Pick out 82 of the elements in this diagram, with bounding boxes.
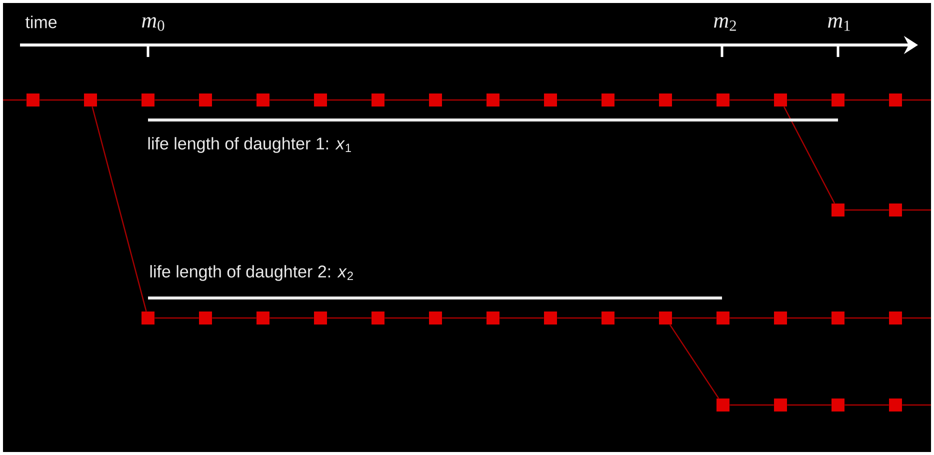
cell-square [142, 94, 154, 106]
lineage-line [902, 209, 932, 211]
cell-square [889, 204, 902, 216]
cell-square [716, 398, 730, 412]
cell-square [544, 312, 557, 324]
lineage-line [384, 317, 429, 319]
cell-square [774, 398, 787, 412]
cell-square [84, 94, 97, 106]
cell-square [372, 94, 384, 106]
axis-label: time [25, 16, 57, 28]
lineage-line [614, 99, 659, 101]
lineage-line [270, 99, 314, 101]
tick-label: m$_{2}$ [714, 17, 736, 31]
lineage-line [154, 99, 199, 101]
lineage-line [844, 99, 889, 101]
lineage-line [844, 317, 889, 319]
cell-square [832, 312, 844, 324]
cell-square [486, 312, 500, 324]
cell-square [602, 312, 614, 324]
cell-square [774, 312, 787, 324]
lineage-line [557, 317, 602, 319]
cell-square [314, 94, 327, 106]
span-label: life length of daughter 1: x$_{1}$ [148, 137, 351, 153]
lineage-line [212, 317, 256, 319]
lineage-line [154, 317, 199, 319]
lineage-line [384, 99, 429, 101]
span-label: life length of daughter 2: x$_{2}$ [150, 265, 353, 281]
lineage-line [614, 317, 659, 319]
cell-square [716, 94, 730, 106]
lineage-line [40, 99, 84, 101]
lineage-line [3, 99, 26, 101]
lineage-line [92, 106, 147, 312]
cell-square [889, 94, 902, 106]
lineage-line [730, 404, 774, 406]
cell-square [659, 94, 672, 106]
lineage-line [557, 99, 602, 101]
tick-label: m$_{1}$ [828, 17, 850, 31]
lineage-line [212, 99, 256, 101]
cell-square [26, 94, 40, 106]
lineage-line [844, 209, 889, 211]
lineage-line [270, 317, 314, 319]
lineage-line [902, 317, 932, 319]
lineage-line [327, 99, 372, 101]
cell-square [486, 94, 500, 106]
lineage-line [902, 99, 932, 101]
lineage-line [500, 99, 544, 101]
cell-square [889, 398, 902, 412]
lineage-line [442, 99, 486, 101]
lineage-line [844, 404, 889, 406]
cell-square [256, 94, 270, 106]
cell-square [199, 312, 212, 324]
lineage-line [672, 317, 716, 319]
lineage-line [442, 317, 486, 319]
lineage-line [669, 324, 720, 399]
cell-square [429, 312, 442, 324]
lineage-line [783, 106, 836, 204]
lineage-line [500, 317, 544, 319]
cell-square [372, 312, 384, 324]
cell-square [256, 312, 270, 324]
lineage-line [902, 404, 932, 406]
lineage-line [730, 99, 774, 101]
lineage-line [97, 99, 142, 101]
cell-square [544, 94, 557, 106]
cell-square [602, 94, 614, 106]
cell-square [142, 312, 154, 324]
lineage-line [730, 317, 774, 319]
lineage-line [787, 99, 832, 101]
cell-square [716, 312, 730, 324]
cell-square [314, 312, 327, 324]
cell-square [832, 94, 844, 106]
cell-square [832, 398, 844, 412]
cell-square [832, 204, 844, 216]
lineage-line [787, 404, 832, 406]
cell-square [774, 94, 787, 106]
cell-square [429, 94, 442, 106]
lineage-line [672, 99, 716, 101]
tick-label: m$_{0}$ [142, 17, 164, 31]
cell-square [889, 312, 902, 324]
cell-square [199, 94, 212, 106]
lineage-line [327, 317, 372, 319]
lineage-line [787, 317, 832, 319]
cell-square [659, 312, 672, 324]
